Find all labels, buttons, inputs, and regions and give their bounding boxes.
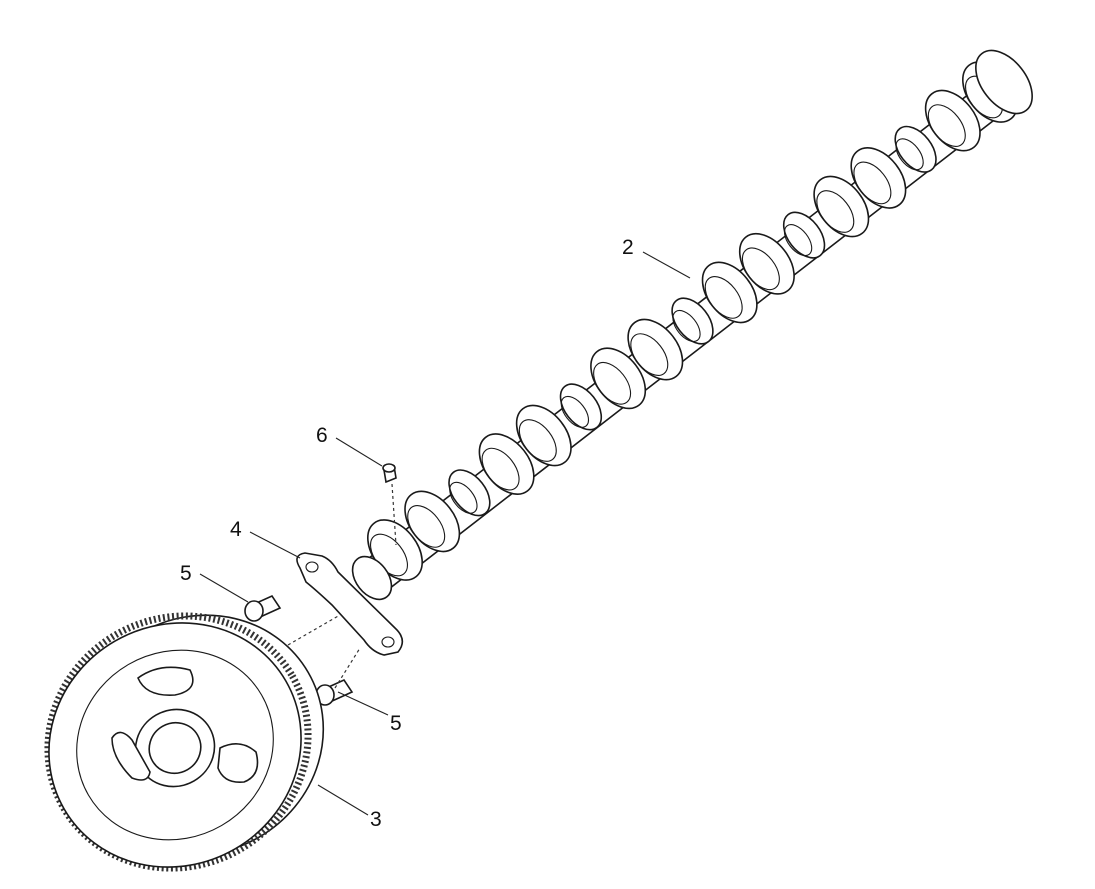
- gear-bore: [148, 721, 202, 775]
- callout-bolt-upper: 5: [180, 562, 192, 585]
- leader-bolt-upper: [199, 573, 249, 603]
- gear-window-1: [137, 666, 194, 696]
- dowel-pin: [382, 463, 397, 484]
- cam-lobe-face: [783, 224, 813, 257]
- thrust-plate: [296, 552, 404, 656]
- cam-lobe-face: [672, 309, 701, 343]
- cam-gear: [44, 612, 325, 872]
- cam-lobe-face: [560, 395, 590, 428]
- callout-gear: 3: [370, 808, 382, 831]
- leader-gear: [317, 784, 369, 816]
- bolt-lower: [315, 678, 354, 706]
- cam-lobe-face: [927, 104, 966, 147]
- cam-lobe-face: [895, 138, 924, 171]
- cam-lobe-face: [704, 276, 743, 319]
- cam-lobe-face: [481, 447, 520, 491]
- leader-camshaft: [642, 251, 691, 279]
- camshaft-lobes: [367, 61, 1018, 581]
- cam-lobe: [782, 211, 826, 259]
- pin-axis-line: [391, 483, 397, 546]
- cam-lobe-face: [407, 505, 446, 548]
- thrust-plate-hole-upper: [305, 561, 319, 573]
- cam-lobe-face: [593, 361, 632, 405]
- lower-bolt-axis-line: [334, 647, 361, 689]
- cam-lobe-face: [816, 190, 855, 233]
- leader-bolt-lower: [337, 691, 389, 716]
- dowel-pin-head: [382, 463, 396, 473]
- leader-plate: [249, 531, 301, 559]
- cam-lobe: [894, 125, 937, 173]
- bolt-upper: [244, 594, 282, 622]
- gear-web-ring: [76, 649, 274, 841]
- gear-window-3: [217, 743, 259, 784]
- cam-lobe-face: [741, 247, 780, 291]
- thrust-plate-body: [296, 552, 404, 656]
- cam-lobe: [671, 297, 714, 345]
- cam-lobe: [448, 469, 491, 517]
- cam-lobe-face: [630, 333, 669, 376]
- thrust-plate-hole-lower: [381, 636, 395, 648]
- cam-lobe-face: [853, 161, 892, 205]
- callout-bolt-lower: 5: [390, 712, 402, 735]
- bolt-upper-head: [244, 600, 264, 622]
- cam-lobe-face: [449, 481, 478, 514]
- cam-lobe-face: [518, 419, 557, 462]
- callout-camshaft: 2: [622, 236, 634, 259]
- camshaft: [351, 49, 1033, 601]
- camshaft-front-journal: [351, 555, 393, 601]
- leader-pin: [335, 437, 383, 467]
- callout-pin: 6: [316, 424, 328, 447]
- gear-window-2: [111, 731, 151, 781]
- camshaft-rear-journal: [975, 49, 1033, 115]
- cam-lobe: [559, 383, 603, 431]
- callout-plate: 4: [230, 518, 242, 541]
